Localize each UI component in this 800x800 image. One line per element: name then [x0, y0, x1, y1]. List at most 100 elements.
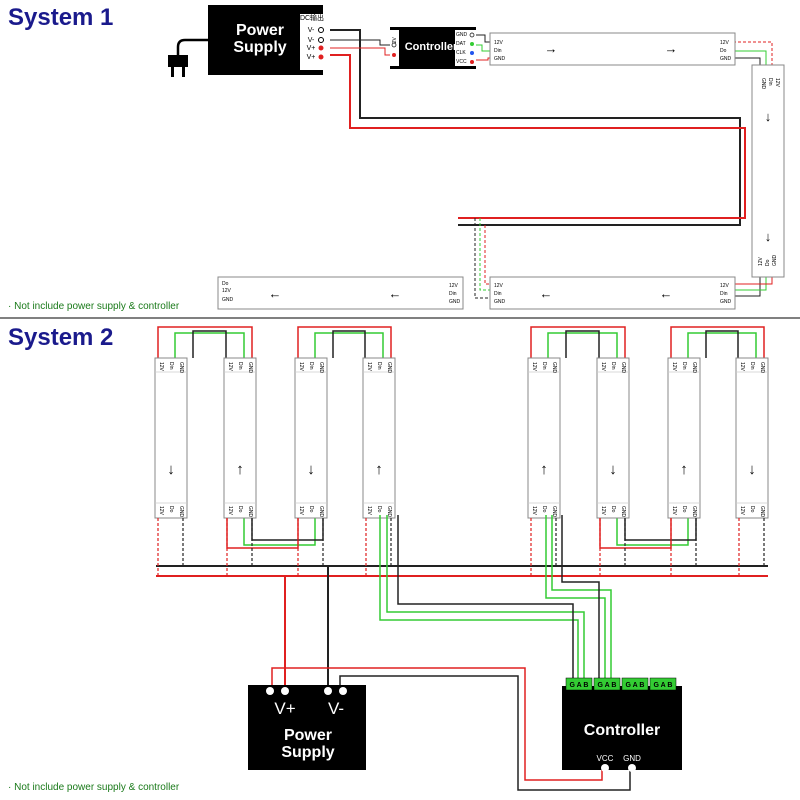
loop-wire	[547, 332, 618, 358]
strip-pin: Do	[237, 506, 243, 513]
arrow-up-icon: ↑	[375, 461, 383, 478]
controller-in-port-1: 12V	[392, 36, 398, 46]
strip-pin: Din	[494, 291, 502, 297]
arrow-left-icon: ←	[389, 286, 402, 301]
strip-body	[154, 357, 188, 519]
arrow-up-icon: ↑	[236, 461, 244, 478]
strip-pin: Do	[765, 259, 771, 266]
system2-controller: G A B G A B G A B G A B Controller VCC G…	[562, 677, 682, 772]
arrow-left-icon: ←	[540, 286, 553, 301]
loop-wire	[243, 518, 316, 546]
loop-wire	[624, 518, 697, 541]
controller-terminal	[628, 764, 636, 772]
psu-port-2: V-	[308, 37, 315, 44]
loop-wire	[174, 332, 245, 358]
psu-terminal	[281, 687, 289, 695]
arrow-left-icon: ←	[660, 286, 673, 301]
strip-pin: 12V	[600, 506, 606, 516]
strip-pin: GND	[772, 255, 778, 267]
strip-pin: Din	[494, 48, 502, 54]
controller-out-port-3: CLK	[456, 50, 466, 56]
psu-label-line2: Supply	[233, 39, 286, 56]
strip-pin: GND	[759, 506, 765, 518]
strip-pin: GND	[620, 506, 626, 518]
strip-pin: 12V	[531, 362, 537, 372]
strip-pin: 12V	[298, 362, 304, 372]
strip-pin: Din	[168, 362, 174, 370]
strip-pin: 12V	[671, 362, 677, 372]
terminal-label: G A B	[654, 682, 673, 689]
arrow-up-icon: ↑	[680, 461, 688, 478]
strip-pin: 12V	[494, 40, 504, 46]
loop-wire	[565, 330, 600, 358]
power-plug-icon	[168, 38, 210, 77]
controller-label: Controller	[584, 722, 660, 739]
strip-pin: 12V	[298, 506, 304, 516]
loop-wire	[705, 330, 739, 358]
strip-pin: 12V	[600, 362, 606, 372]
psu-terminal	[324, 687, 332, 695]
psu-terminal	[318, 45, 324, 51]
arrow-down-icon: ↓	[307, 461, 315, 478]
loop-wire	[332, 330, 366, 358]
loop-wire	[251, 518, 324, 541]
psu-terminal	[266, 687, 274, 695]
system2-note: · Not include power supply & controller	[8, 782, 180, 793]
psu-minus-label: V-	[328, 699, 344, 718]
controller-gnd-label: GND	[623, 754, 641, 763]
strip-pin: Do	[168, 506, 174, 513]
system1-strip-vertical: GND Din 12V 12V Do GND ↓ ↓	[751, 64, 785, 278]
loop-wire	[687, 332, 757, 358]
strip-pin: 12V	[158, 506, 164, 516]
strip-pin: 12V	[531, 506, 537, 516]
strip-pin: GND	[222, 297, 234, 303]
strip-pin: 12V	[758, 256, 764, 266]
strip-pin: Din	[237, 362, 243, 370]
system2-power-supply: V+ V- Power Supply	[248, 685, 366, 770]
strip-pin: 12V	[227, 506, 233, 516]
psu-port-3: V+	[307, 45, 316, 52]
terminal-label: G A B	[570, 682, 589, 689]
psu-label-line2: Supply	[281, 744, 334, 761]
system1-title: System 1	[8, 4, 114, 31]
strip-pin: Do	[541, 506, 547, 513]
loop-wire	[530, 326, 626, 358]
system1-note: · Not include power supply & controller	[8, 301, 180, 312]
strip-pin: GND	[494, 56, 506, 62]
controller-terminal-blocks: G A B G A B G A B G A B	[565, 677, 677, 691]
loop-wire	[599, 518, 672, 549]
controller-out-port-2: DAT	[456, 41, 466, 47]
terminal-label: G A B	[626, 682, 645, 689]
strip-body	[667, 357, 701, 519]
controller-out-port-4: VCC	[456, 59, 467, 65]
strip-body	[735, 357, 769, 519]
psu-port-1: V-	[308, 27, 315, 34]
strip-pin: 12V	[671, 506, 677, 516]
arrow-down-icon: ↓	[765, 109, 772, 124]
system1-wires	[324, 29, 773, 299]
psu-terminal	[339, 687, 347, 695]
strip-pin: GND	[620, 362, 626, 374]
strip-body	[527, 357, 561, 519]
strip-body	[294, 357, 328, 519]
strip-pin: 12V	[449, 283, 459, 289]
strip-pin: 12V	[222, 288, 232, 294]
psu-port-4: V+	[307, 54, 316, 61]
strip-pin: GND	[720, 299, 732, 305]
loop-wire	[314, 332, 384, 358]
strip-pin: Din	[376, 362, 382, 370]
arrow-down-icon: ↓	[609, 461, 617, 478]
loop-wire	[670, 326, 765, 358]
strip-pin: GND	[318, 362, 324, 374]
strip-pin: GND	[178, 362, 184, 374]
loop-wire	[297, 326, 392, 358]
strip-pin: Do	[720, 48, 727, 54]
controller-terminal	[601, 764, 609, 772]
arrow-up-icon: ↑	[540, 461, 548, 478]
